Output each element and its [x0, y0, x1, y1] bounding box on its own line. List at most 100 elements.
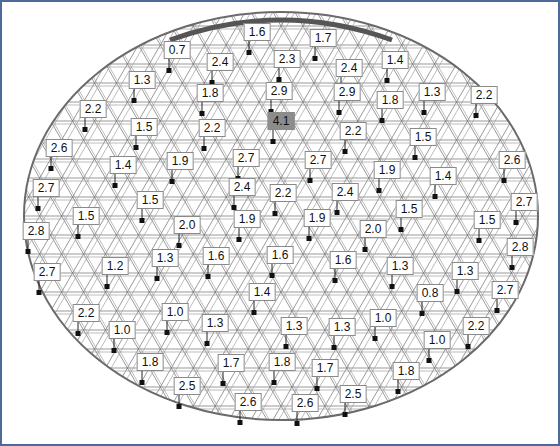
mesh-member	[0, 0, 487, 446]
joint-marker	[420, 311, 425, 316]
mesh-member	[0, 7, 560, 8]
mesh-member	[0, 29, 560, 30]
leader-line	[212, 70, 213, 81]
mesh-member	[116, 0, 560, 446]
callout-number: 1.3	[387, 257, 414, 275]
joint-marker	[466, 344, 471, 349]
leader-line	[202, 101, 203, 112]
joint-marker	[332, 345, 337, 350]
leader-line	[115, 173, 116, 184]
mesh-member	[67, 0, 560, 446]
mesh-member	[149, 0, 560, 446]
joint-marker	[385, 78, 390, 83]
joint-marker	[155, 276, 160, 281]
mesh-member	[0, 0, 405, 446]
joint-marker	[205, 341, 210, 346]
callout-number: 2.6	[499, 151, 526, 169]
leader-line	[179, 394, 180, 405]
callout-number: 2.6	[46, 139, 73, 157]
mesh-member	[145, 0, 560, 446]
joint-marker	[252, 310, 257, 315]
joint-marker	[26, 249, 31, 254]
leader-line	[275, 201, 276, 212]
leader-line	[398, 379, 399, 390]
callout-number: 2.8	[23, 222, 50, 240]
joint-marker	[221, 381, 226, 386]
callout-number: 2.6	[292, 394, 319, 412]
leader-line	[78, 321, 79, 332]
leader-line	[169, 58, 170, 69]
leader-line	[479, 228, 480, 239]
leader-line	[134, 88, 135, 99]
callout-number: 1.9	[234, 210, 261, 228]
mesh-member	[100, 0, 560, 446]
dome-crown	[170, 20, 392, 40]
leader-line	[78, 224, 79, 235]
joint-marker	[202, 146, 207, 151]
callout-number: 1.3	[129, 71, 156, 89]
joint-marker	[177, 404, 182, 409]
callout-number: 1.3	[281, 317, 308, 335]
callout-number: 1.5	[396, 200, 423, 218]
mesh-member	[0, 0, 450, 446]
leader-line	[157, 266, 158, 277]
joint-marker	[315, 386, 320, 391]
leader-line	[279, 67, 280, 78]
joint-marker	[380, 118, 385, 123]
mesh-member	[0, 26, 560, 27]
joint-marker	[363, 247, 368, 252]
callout-number: 1.0	[162, 303, 189, 321]
joint-marker	[132, 98, 137, 103]
mesh-member	[0, 0, 388, 446]
callout-number: 1.2	[102, 257, 129, 275]
leader-line	[512, 255, 513, 266]
mesh-member	[0, 444, 560, 445]
callout-number: 2.0	[174, 216, 201, 234]
callout-number: 1.8	[269, 353, 296, 371]
leader-line	[142, 370, 143, 381]
joint-marker	[413, 155, 418, 160]
leader-line	[234, 195, 235, 206]
joint-marker	[206, 274, 211, 279]
mesh-member	[13, 0, 560, 446]
mesh-member	[198, 0, 560, 446]
callout-number: 1.9	[374, 161, 401, 179]
mesh-member	[0, 235, 560, 236]
callout-number: 1.0	[370, 309, 397, 327]
callout-number: 1.8	[377, 91, 404, 109]
leader-line	[382, 108, 383, 119]
mesh-member	[0, 0, 503, 446]
joint-marker	[177, 243, 182, 248]
joint-marker	[477, 238, 482, 243]
leader-line	[38, 196, 39, 207]
joint-marker	[502, 178, 507, 183]
leader-line	[249, 40, 250, 51]
leader-line	[345, 139, 346, 150]
callout-number: 1.6	[203, 247, 230, 265]
joint-marker	[335, 210, 340, 215]
joint-marker	[165, 330, 170, 335]
callout-number: 2.2	[471, 86, 498, 104]
mesh-member	[0, 425, 560, 426]
leader-line	[339, 100, 340, 111]
callout-number: 1.8	[197, 84, 224, 102]
callout-number: 1.3	[202, 314, 229, 332]
callout-number: 1.5	[137, 191, 164, 209]
callout-number: 4.1	[268, 112, 295, 130]
leader-line	[207, 331, 208, 342]
leader-line	[51, 156, 52, 167]
callout-number: 2.3	[274, 50, 301, 68]
joint-marker	[49, 166, 54, 171]
mesh-member	[0, 0, 438, 446]
callout-number: 2.7	[305, 151, 332, 169]
leader-line	[315, 46, 316, 57]
mesh-member	[0, 162, 560, 163]
callout-number: 1.6	[244, 23, 271, 41]
mesh-member	[198, 0, 560, 446]
joint-marker	[273, 211, 278, 216]
mesh-member	[0, 181, 560, 182]
